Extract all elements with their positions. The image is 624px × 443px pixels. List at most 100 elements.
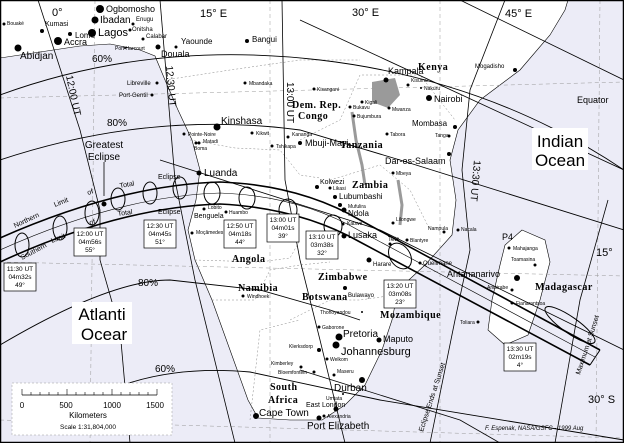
time-box-time: 12:50 UT	[227, 223, 254, 230]
city-dot	[174, 45, 178, 49]
lon-45-label: 45° E	[505, 8, 532, 20]
city-label: Mbandaka	[249, 81, 273, 87]
city-label: Thohoyandou	[320, 310, 351, 316]
city-quelimane: Quelimane	[418, 261, 453, 267]
time-box-duration: 04m01s	[271, 225, 295, 232]
country-label: Congo	[298, 111, 328, 122]
northern-limit-label: Total	[119, 180, 135, 190]
city-harare: Harare	[366, 257, 392, 268]
magnitude-label: 80%	[107, 118, 127, 129]
lon-30-label: 30° E	[352, 7, 379, 19]
svg-text:Atlanti: Atlanti	[78, 305, 125, 324]
city-label: Lilongwe	[396, 217, 416, 223]
city-label: Dar-es-Salaam	[385, 156, 446, 166]
svg-text:Ocean: Ocean	[535, 151, 585, 170]
greatest-eclipse-point	[101, 201, 107, 207]
city-label: Cape Town	[259, 408, 309, 419]
city-label: Maseru	[337, 369, 354, 375]
country-label: Africa	[268, 395, 298, 406]
country-label: Dem. Rep.	[292, 100, 341, 111]
greatest-eclipse-label: Greatest	[85, 140, 124, 151]
time-box-time: 13:20 UT	[387, 283, 414, 290]
city-dot	[317, 348, 321, 352]
city-label: Calabar	[146, 34, 167, 40]
lat-15-label: 15°	[596, 247, 613, 259]
city-label: Lagos	[98, 27, 128, 39]
svg-text:Ocear: Ocear	[81, 325, 128, 344]
southern-limit-label: of	[89, 219, 97, 227]
city-dot	[2, 22, 6, 26]
city-label: Bangui	[252, 35, 277, 44]
magnitude-curves	[0, 54, 624, 441]
scale-tick-label: 1000	[103, 401, 121, 410]
city-libreville: Libreville	[127, 81, 159, 87]
city-label: Harare	[373, 262, 392, 268]
city-toliara: Toliara	[460, 320, 480, 326]
city-thohoyandou: Thohoyandou	[320, 310, 363, 316]
city-kolwezi: Kolwezi	[315, 179, 345, 189]
city-dot	[366, 257, 372, 263]
city-ndola: Ndola	[341, 207, 369, 218]
city-enugu: Enugu	[131, 17, 153, 26]
city-dot	[341, 207, 347, 213]
city-kabwe: Kabwe	[341, 221, 363, 227]
city-boma: Boma	[194, 141, 207, 152]
city-label: Kisangani	[317, 87, 339, 93]
time-box-altitude: 4°	[517, 361, 524, 369]
city-label: Alexandria	[327, 414, 351, 420]
city-klerksdorp: Klerksdorp	[289, 344, 321, 352]
city-douala: Douala	[155, 44, 190, 59]
lat-30-label: 30° S	[588, 394, 615, 406]
scale-tick-label: 0	[20, 401, 25, 410]
northern-limit-label: Eclipse	[158, 174, 181, 181]
time-box-duration: 03m08s	[388, 291, 412, 298]
city-dot	[182, 132, 186, 136]
city-label: Bukavu	[353, 105, 370, 111]
city-label: Fianarantsoa	[516, 301, 545, 307]
city-dot	[328, 186, 332, 190]
time-box-duration: 04m56s	[78, 239, 102, 246]
city-dot	[190, 231, 194, 235]
city-dot	[418, 261, 422, 265]
city-kisangani: Kisangani	[312, 87, 339, 93]
city-label: Blantyre	[410, 238, 429, 244]
city-dot	[312, 87, 316, 91]
city-bujumbura: Bujumbura	[352, 114, 381, 120]
city-dot	[338, 203, 342, 207]
city-label: Mbuji-Mayi	[305, 138, 349, 148]
city-label: Kolwezi	[320, 179, 345, 186]
city-label: Huambo	[229, 210, 248, 216]
city-label: Kigali	[365, 100, 377, 106]
shadow-ellipse	[238, 186, 256, 210]
city-label: Welkom	[330, 357, 348, 363]
time-box-altitude: 44°	[235, 238, 245, 246]
city-label: Accra	[64, 37, 87, 47]
city-label: Kimberley	[271, 361, 294, 367]
city-label: Mahajanga	[513, 246, 538, 252]
lake-victoria	[372, 78, 400, 108]
city-tabora: Tabora	[385, 132, 406, 138]
lon-0-label: 0°	[52, 7, 63, 19]
country-label: Angola	[232, 254, 266, 265]
city-label: Onitsha	[132, 27, 153, 33]
city-kumasi: Kumasi	[40, 21, 69, 33]
city-dot	[476, 320, 480, 324]
city-dot	[361, 311, 363, 313]
city-port-gentil: Port-Gentil	[119, 93, 154, 99]
city-dot	[316, 415, 322, 421]
scale-bar: 0 500 1000 1500 Kilometers Scale 1:31,80…	[11, 382, 173, 436]
city-dot	[286, 135, 290, 139]
time-box-time: 13:00 UT	[270, 217, 297, 224]
scale-ratio: Scale 1:31,804,000	[60, 424, 116, 431]
city-label: Tshikapa	[276, 144, 296, 150]
city-dot	[335, 333, 343, 341]
city-label: Kampala	[388, 66, 424, 76]
path-end	[589, 349, 601, 366]
city-dot	[510, 301, 514, 305]
city-port-harcourt: Port Harcourt	[115, 46, 145, 52]
city-label: Nakuru	[424, 86, 440, 92]
shadow-ellipse	[172, 176, 188, 200]
